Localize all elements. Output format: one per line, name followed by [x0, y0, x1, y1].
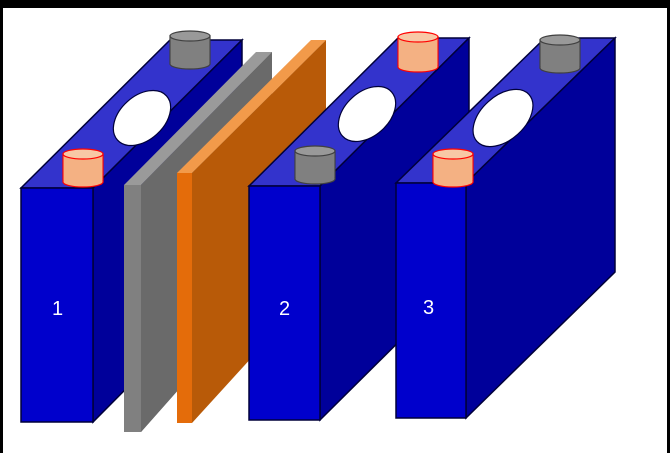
cell-2-front: [248, 185, 321, 421]
cell-1-vent-hole: [112, 89, 172, 147]
cell-3-front: [395, 182, 467, 419]
cell-2-number: 2: [279, 298, 290, 320]
cell-1-negative-terminal: [169, 30, 211, 70]
cell-3: 3: [394, 34, 617, 420]
cell-2-vent-hole: [337, 85, 397, 143]
cell-1-front: [20, 187, 94, 423]
orange-plate-edge: [177, 40, 326, 173]
cell-3-negative-terminal: [539, 34, 581, 74]
cell-2: 2: [247, 31, 471, 422]
cell-2-positive-terminal: [397, 31, 439, 73]
cell-1-positive-terminal: [62, 148, 104, 188]
cell-1-number: 1: [52, 298, 63, 320]
cell-3-positive-terminal: [432, 148, 474, 188]
cell-3-vent-hole: [472, 88, 534, 148]
gray-plate-front: [124, 185, 141, 432]
orange-plate-front: [177, 173, 192, 423]
cell-2-negative-terminal: [294, 145, 336, 185]
cell-3-number: 3: [423, 297, 434, 319]
gray-plate-edge: [124, 52, 272, 185]
